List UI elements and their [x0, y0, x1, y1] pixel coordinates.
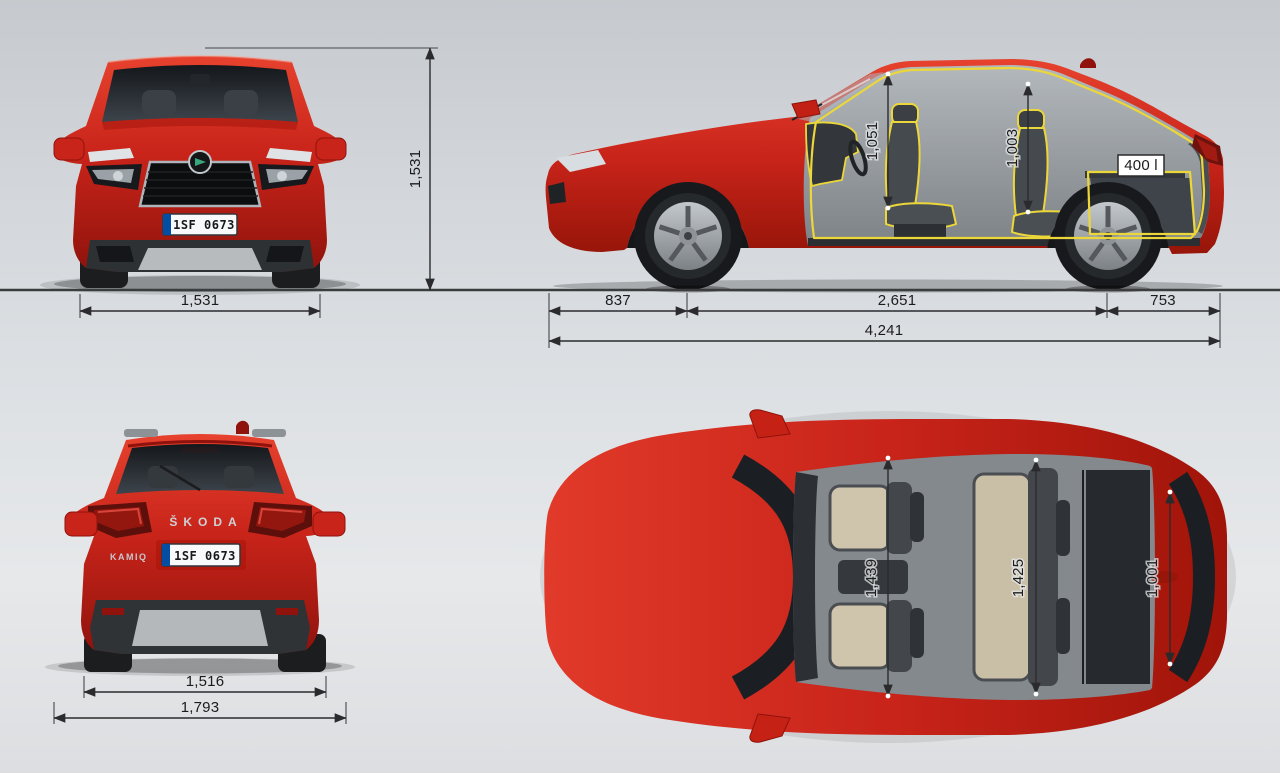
rear-overhang-label: 753 [1150, 292, 1176, 309]
eu-strip [162, 544, 170, 566]
foglight-right [266, 246, 304, 262]
rear-license-plate: 1SF 0673 [156, 540, 246, 570]
side-mirror-right [312, 511, 346, 537]
front-view: 1SF 0673 [30, 34, 370, 296]
rear-plate-text: 1SF 0673 [174, 549, 236, 563]
top-boot [1086, 470, 1150, 684]
side-mirror-right [315, 137, 347, 161]
rear-wiper [159, 464, 201, 492]
antenna-fin [1080, 58, 1096, 68]
side-view [540, 26, 1230, 294]
headrest [224, 90, 258, 116]
rear-car: ŠKODA KAMIQ 1SF 0673 [45, 420, 355, 676]
taillight-left [88, 502, 152, 538]
wheelbase-label: 2,651 [878, 292, 917, 309]
brake-light [182, 447, 218, 453]
drl-left [88, 148, 134, 162]
dim-side-lengths: 837 2,651 753 4,241 [548, 292, 1221, 348]
roof-rail-right [252, 429, 286, 437]
front-windshield [102, 65, 298, 122]
antenna-fin [236, 420, 249, 434]
top-front-seat-right [828, 600, 924, 672]
front-height-label: 1,531 [407, 150, 424, 189]
front-plate-text: 1SF 0673 [173, 218, 235, 232]
top-mirror-bottom [749, 713, 791, 743]
front-license-plate: 1SF 0673 [162, 213, 238, 236]
top-view [538, 408, 1238, 744]
top-rear-window [1168, 471, 1216, 683]
side-mirror-left [53, 137, 85, 161]
headrest [224, 466, 254, 488]
taillight-right [248, 502, 312, 538]
front-air-intake [548, 182, 566, 204]
top-car [540, 409, 1236, 743]
top-rear-bench [972, 468, 1070, 686]
rear-brand-badge: ŠKODA [169, 514, 242, 529]
foglight-left [96, 246, 134, 262]
front-grille [138, 150, 262, 208]
eu-strip [163, 214, 171, 235]
rear-diffuser [132, 610, 268, 646]
dashboard [805, 121, 859, 188]
steering-wheel [848, 139, 868, 177]
front-skid-plate [138, 248, 262, 270]
side-wheel-rear [1054, 182, 1162, 290]
side-wheel-front [634, 182, 742, 290]
side-mirror-left [64, 511, 98, 537]
front-overhang-label: 837 [605, 292, 631, 309]
antenna-fin [1150, 571, 1178, 583]
front-car: 1SF 0673 [40, 55, 360, 295]
rearview-mirror [190, 74, 210, 86]
headrest [148, 466, 178, 488]
overall-width-label: 1,793 [181, 699, 220, 716]
side-mirror [791, 99, 821, 119]
headrest [142, 90, 176, 116]
reflector-right [276, 608, 298, 615]
center-console [838, 560, 908, 594]
rear-view: ŠKODA KAMIQ 1SF 0673 [40, 414, 370, 682]
side-car [545, 58, 1224, 293]
side-headlight [556, 150, 606, 172]
top-mirror-top [749, 409, 791, 439]
overall-length-label: 4,241 [865, 322, 904, 339]
roof-rail-left [124, 429, 158, 437]
reflector-left [102, 608, 124, 615]
rear-model-badge: KAMIQ [110, 552, 148, 562]
cabin-floor [808, 238, 1200, 246]
top-dashboard [793, 472, 818, 682]
drl-right [266, 148, 312, 162]
top-front-seat-left [828, 482, 924, 554]
